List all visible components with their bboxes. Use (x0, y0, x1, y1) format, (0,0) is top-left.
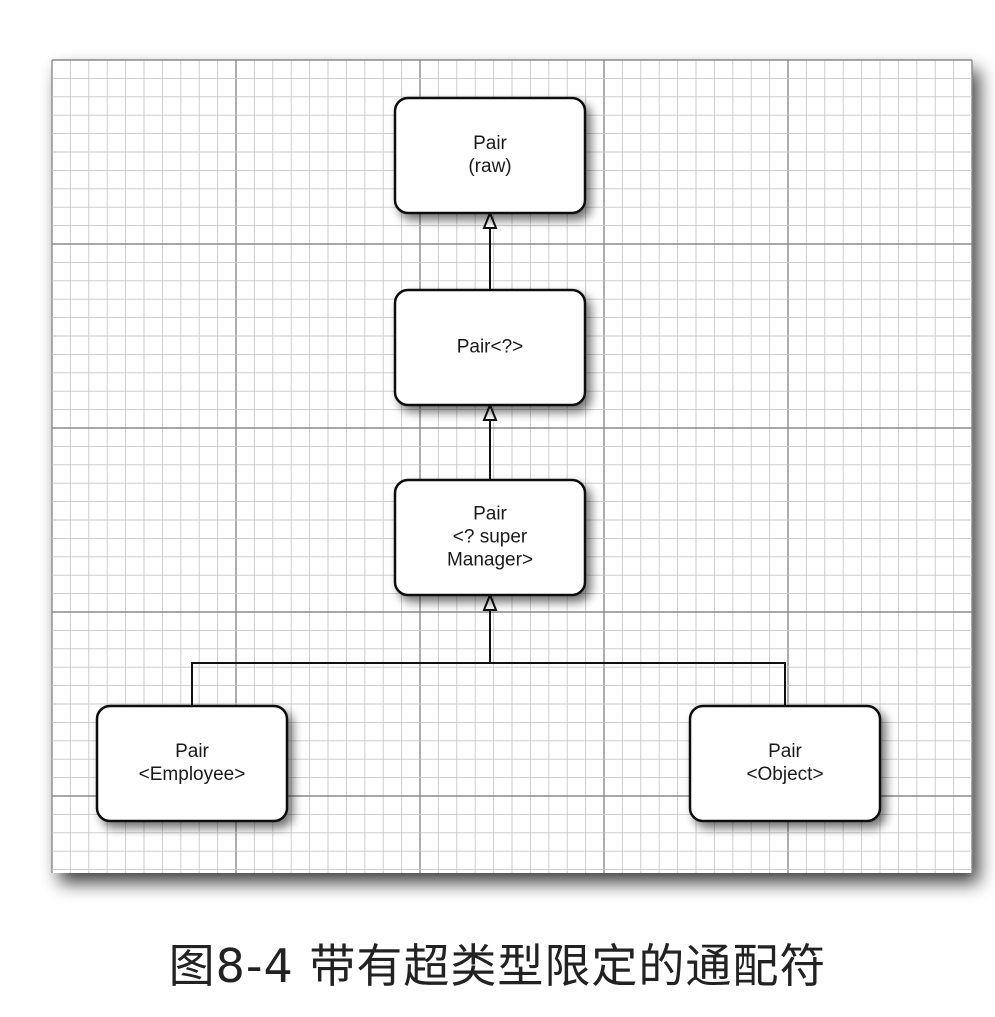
node-label-line: <Employee> (139, 764, 246, 785)
node-box (393, 96, 587, 215)
node-label-line: Pair (768, 741, 802, 762)
inheritance-edges (191, 210, 786, 706)
node-object: Pair<Object> (688, 704, 882, 823)
node-label-line: Pair (473, 133, 507, 154)
node-label-line: Manager> (447, 550, 533, 571)
node-box (393, 478, 587, 597)
node-label-line: <? super (453, 527, 528, 548)
node-wild: Pair<?> (393, 288, 587, 407)
node-box (393, 288, 587, 407)
node-box (95, 704, 289, 823)
hierarchy-diagram: Pair(raw)Pair<?>Pair<? superManager>Pair… (51, 59, 973, 873)
arrowhead-wild (482, 402, 498, 421)
edge-leaves-bar (191, 662, 786, 706)
node-raw: Pair(raw) (393, 96, 587, 215)
node-label-line: (raw) (468, 156, 511, 177)
arrowhead-raw (482, 210, 498, 229)
figure-caption: 图8-4 带有超类型限定的通配符 (168, 939, 827, 993)
node-label-line: <Object> (746, 764, 823, 785)
node-label-line: Pair (175, 741, 209, 762)
class-nodes: Pair(raw)Pair<?>Pair<? superManager>Pair… (95, 96, 882, 823)
arrowhead-super (482, 592, 498, 611)
node-label-line: Pair<?> (457, 337, 524, 358)
node-label-line: Pair (473, 504, 507, 525)
node-employee: Pair<Employee> (95, 704, 289, 823)
node-box (688, 704, 882, 823)
